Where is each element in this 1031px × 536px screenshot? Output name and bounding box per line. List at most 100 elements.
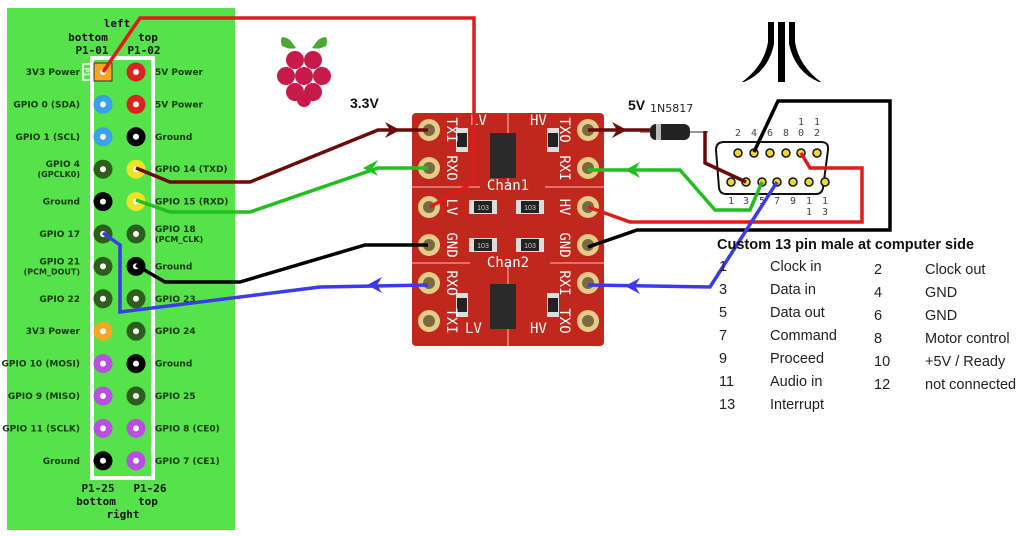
gpio-pin-9 xyxy=(93,192,113,212)
connector-pin-label: 9 xyxy=(790,196,796,207)
connector-pin xyxy=(788,177,798,187)
pad-label-right: TXO xyxy=(556,117,572,142)
connector-pin-label: 4 xyxy=(751,128,757,139)
pad-right-2 xyxy=(577,157,599,179)
gpio-label-left: GPIO 17 xyxy=(39,230,80,240)
pin-header-outline xyxy=(90,56,155,480)
gpio-label-right: GPIO 24 xyxy=(155,327,196,337)
wire-gnd-low xyxy=(135,243,428,284)
connector-pin xyxy=(733,148,743,158)
header-side-bottom: right xyxy=(106,508,139,521)
voltage-low-label: 3.3V xyxy=(350,95,379,111)
gpio-sublabel-left: (PCM_DOUT) xyxy=(24,267,80,276)
gpio-label-right: GPIO 18 xyxy=(155,225,196,235)
atari-logo xyxy=(742,22,821,82)
pinout-label: Motor control xyxy=(925,331,1010,347)
resistor xyxy=(547,128,559,152)
bottom-lv-label: LV xyxy=(465,321,482,337)
gpio-pin-25 xyxy=(93,451,113,471)
pad-right-4 xyxy=(577,234,599,256)
resistor: 103 xyxy=(469,200,497,214)
gpio-label-left: GPIO 10 (MOSI) xyxy=(2,360,80,370)
pad-right-5 xyxy=(577,272,599,294)
pad-label-left: GND xyxy=(443,232,459,257)
mosfet-chan2 xyxy=(490,284,516,329)
connector-pin-label: 6 xyxy=(767,128,773,139)
arrow-left-int-high xyxy=(625,278,640,294)
arrow-left-rx-high xyxy=(625,162,640,178)
connector-pin-label: 5 xyxy=(759,196,765,207)
pinout-num: 11 xyxy=(719,374,734,390)
pinout-label: Clock in xyxy=(770,259,822,275)
pinout-label: Clock out xyxy=(925,262,985,278)
pinout-num: 1 xyxy=(719,259,727,275)
wire-rx-low xyxy=(135,166,428,214)
gpio-pin-24 xyxy=(126,418,146,438)
pinout-num: 6 xyxy=(874,308,882,324)
wire-5v-power xyxy=(587,152,864,224)
wire-arrows xyxy=(363,122,640,294)
gpio-label-left: GPIO 22 xyxy=(39,295,80,305)
diode-1n5817 xyxy=(640,124,708,140)
gpio-label-right: GPIO 15 (RXD) xyxy=(155,198,228,208)
pad-left-1 xyxy=(418,119,440,141)
gpio-label-left: Ground xyxy=(43,457,80,467)
diode-label: 1N5817 xyxy=(650,102,693,115)
gpio-pin-5 xyxy=(93,127,113,147)
pad-label-left: RXO xyxy=(443,270,459,295)
pad-label-right: HV xyxy=(556,199,572,216)
pinout-num: 5 xyxy=(719,305,727,321)
pad-left-4 xyxy=(418,234,440,256)
gpio-label-left: GPIO 21 xyxy=(39,257,80,267)
gpio-pin-26 xyxy=(126,451,146,471)
arrow-left-rx-low xyxy=(363,160,378,176)
resistor xyxy=(547,293,559,317)
resistor xyxy=(456,128,468,152)
pad-label-left: RXO xyxy=(443,155,459,180)
gpio-label-left: Ground xyxy=(43,198,80,208)
pinout-num: 7 xyxy=(719,328,727,344)
wire-rx-high xyxy=(588,168,764,212)
gpio-label-right: GPIO 23 xyxy=(155,295,196,305)
gpio-pin-13 xyxy=(93,256,113,276)
header-col2-side: top xyxy=(138,31,158,44)
chan2-label: Chan2 xyxy=(487,255,529,271)
footer-col1-side: bottom xyxy=(76,495,116,508)
p1-mark-label: P1 xyxy=(83,68,90,77)
pinout-label: Proceed xyxy=(770,351,824,367)
pinout-num: 10 xyxy=(874,354,890,370)
top-hv-label: HV xyxy=(530,113,547,129)
pinout-label: GND xyxy=(925,285,957,301)
pinout-label: not connected xyxy=(925,377,1016,393)
gpio-pin-15 xyxy=(93,289,113,309)
connector-pin-label: 8 xyxy=(783,128,789,139)
gpio-label-left: 3V3 Power xyxy=(26,68,81,78)
gpio-pin-17 xyxy=(93,321,113,341)
connector-pin-label: 1 xyxy=(728,196,734,207)
pad-left-6 xyxy=(418,310,440,332)
bottom-hv-label: HV xyxy=(530,321,547,337)
gpio-label-left: GPIO 9 (MISO) xyxy=(8,392,80,402)
gpio-pin-6 xyxy=(126,127,146,147)
connector-pin xyxy=(765,148,775,158)
gpio-sublabel-right: (PCM_CLK) xyxy=(155,235,203,244)
wire-3v3-power xyxy=(101,16,476,209)
pad-label-left: TXI xyxy=(443,117,459,142)
pinout-num: 12 xyxy=(874,377,890,393)
footer-col2-side: top xyxy=(138,495,158,508)
pad-label-left: LV xyxy=(443,199,459,216)
pinout-label: GND xyxy=(925,308,957,324)
gpio-pin-7 xyxy=(93,159,113,179)
pinout-num: 3 xyxy=(719,282,727,298)
gpio-label-right: GPIO 14 (TXD) xyxy=(155,165,228,175)
gpio-label-right: GPIO 8 (CE0) xyxy=(155,424,220,434)
gpio-label-left: GPIO 1 (SCL) xyxy=(15,133,80,143)
pinout-num: 13 xyxy=(719,397,735,413)
mosfet-chan1 xyxy=(490,133,516,178)
pinout-num: 4 xyxy=(874,285,882,301)
resistor: 103 xyxy=(516,200,544,214)
